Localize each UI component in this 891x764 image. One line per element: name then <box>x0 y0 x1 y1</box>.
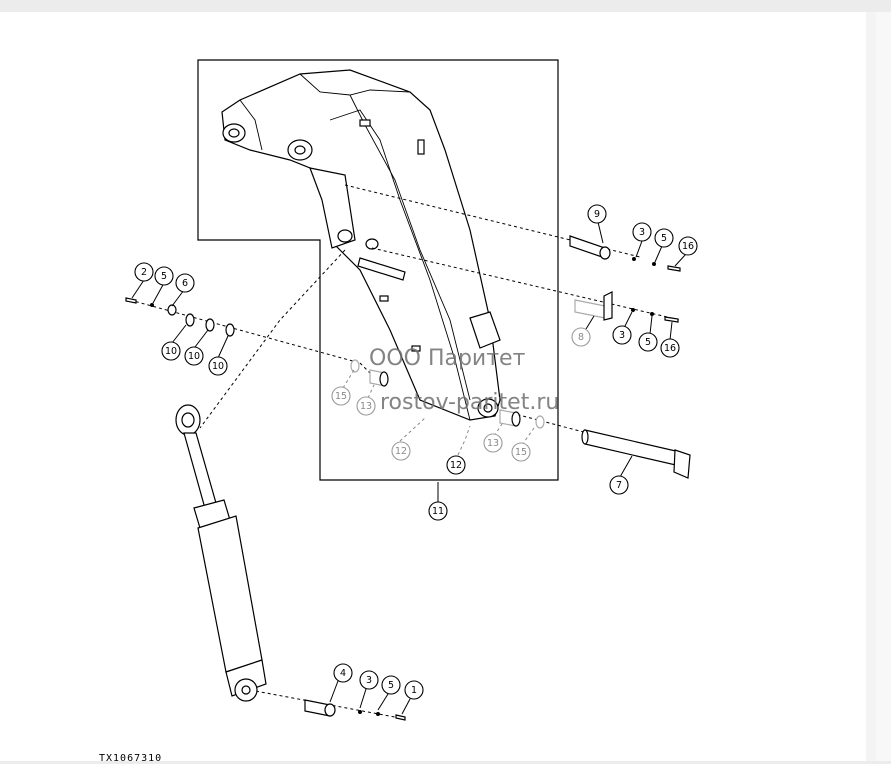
bushings-right <box>499 409 545 429</box>
svg-text:16: 16 <box>664 343 676 354</box>
watermark-company: ООО Паритет <box>369 346 526 371</box>
svg-text:2: 2 <box>141 267 147 278</box>
svg-text:8: 8 <box>578 332 584 343</box>
callout-6: 6 <box>175 273 195 293</box>
callout-15b: 15 <box>511 442 531 462</box>
callout-11: 11 <box>428 501 448 521</box>
watermark-url: rostov-paritet.ru <box>380 390 560 415</box>
callout-13b: 13 <box>483 433 503 453</box>
svg-text:16: 16 <box>682 241 694 252</box>
svg-text:5: 5 <box>161 271 167 282</box>
svg-text:13: 13 <box>487 438 499 449</box>
scrollbar[interactable] <box>876 12 891 761</box>
callout-3b: 3 <box>612 325 632 345</box>
callout-9: 9 <box>587 204 607 224</box>
callout-3c: 3 <box>359 670 379 690</box>
svg-text:10: 10 <box>188 351 200 362</box>
drawing-sheet: 9 3 5 16 8 3 5 16 2 5 6 10 10 10 15 13 1… <box>0 12 866 764</box>
svg-text:1: 1 <box>411 685 417 696</box>
pin-7 <box>581 429 691 479</box>
svg-text:3: 3 <box>619 330 625 341</box>
svg-text:13: 13 <box>360 401 372 412</box>
callout-10c: 10 <box>208 356 228 376</box>
page-margin <box>866 12 876 761</box>
callout-5a: 5 <box>654 228 674 248</box>
callout-4: 4 <box>333 663 353 683</box>
pin-8 <box>574 291 679 323</box>
callout-5d: 5 <box>381 675 401 695</box>
pin-4 <box>304 699 406 721</box>
figure-reference: TX1067310 <box>99 753 163 764</box>
pin-9 <box>569 235 681 272</box>
callout-10b: 10 <box>184 346 204 366</box>
callout-10a: 10 <box>161 341 181 361</box>
callout-3a: 3 <box>632 222 652 242</box>
svg-text:11: 11 <box>432 506 444 517</box>
svg-text:3: 3 <box>639 227 645 238</box>
callout-2: 2 <box>134 262 154 282</box>
svg-text:12: 12 <box>395 446 407 457</box>
svg-text:5: 5 <box>388 680 394 691</box>
callout-12b: 12 <box>446 455 466 475</box>
callout-8: 8 <box>571 327 591 347</box>
svg-text:12: 12 <box>450 460 462 471</box>
svg-text:15: 15 <box>335 391 347 402</box>
svg-text:10: 10 <box>212 361 224 372</box>
svg-text:6: 6 <box>182 278 188 289</box>
callout-5c: 5 <box>154 266 174 286</box>
svg-text:10: 10 <box>165 346 177 357</box>
bushings-left <box>350 359 389 387</box>
svg-text:9: 9 <box>594 209 600 220</box>
svg-text:15: 15 <box>515 447 527 458</box>
svg-text:3: 3 <box>366 675 372 686</box>
svg-text:4: 4 <box>340 668 346 679</box>
svg-text:5: 5 <box>645 337 651 348</box>
svg-text:7: 7 <box>616 480 622 491</box>
callout-12a: 12 <box>391 441 411 461</box>
callout-1: 1 <box>404 680 424 700</box>
callout-16a: 16 <box>678 236 698 256</box>
callout-7: 7 <box>609 475 629 495</box>
callout-5b: 5 <box>638 332 658 352</box>
exploded-parts-diagram <box>125 59 691 721</box>
callout-layer: 9 3 5 16 8 3 5 16 2 5 6 10 10 10 15 13 1… <box>134 204 698 700</box>
left-washer-stack <box>125 297 235 337</box>
svg-text:5: 5 <box>661 233 667 244</box>
callout-15a: 15 <box>331 386 351 406</box>
boom-group-frame <box>197 59 559 481</box>
boom-cylinder <box>175 404 267 702</box>
callout-16b: 16 <box>660 338 680 358</box>
callout-13a: 13 <box>356 396 376 416</box>
boom <box>221 69 501 421</box>
